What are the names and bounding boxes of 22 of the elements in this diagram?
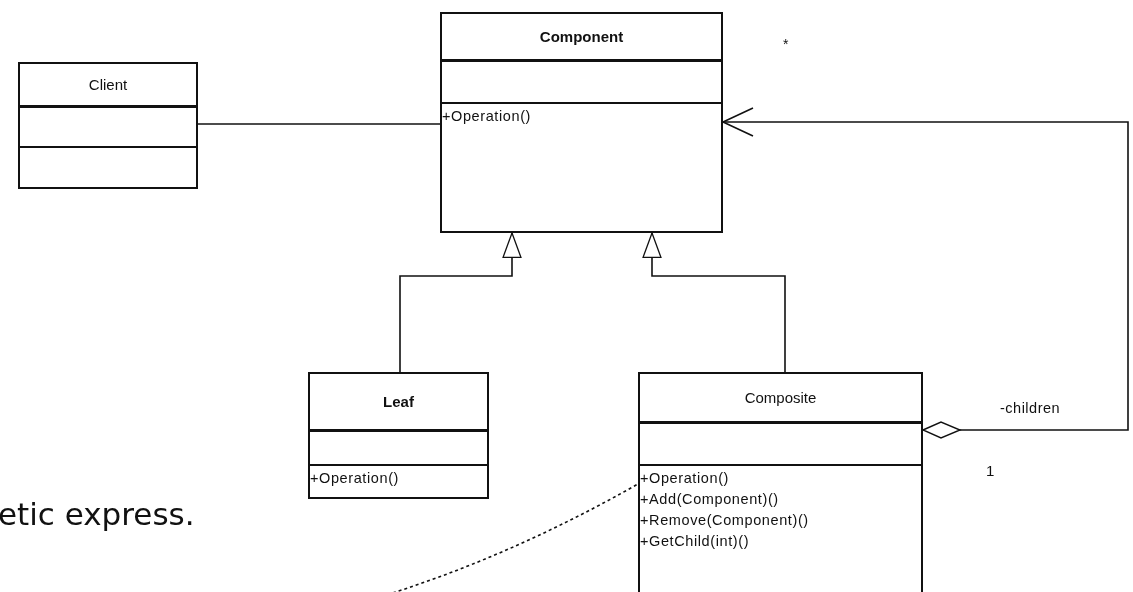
method-text: +Operation() xyxy=(640,469,729,488)
multiplicity-label: * xyxy=(783,36,789,52)
class-name: Composite xyxy=(744,389,817,406)
method-text: +Add(Component)() xyxy=(640,490,779,509)
uml-class-box xyxy=(308,372,489,499)
uml-class-box xyxy=(18,62,198,189)
generalization-arrow xyxy=(399,232,522,373)
connector-line xyxy=(197,123,441,125)
slide-text: etic express. xyxy=(0,496,195,532)
class-name: Component xyxy=(539,28,624,45)
class-name: Client xyxy=(88,76,128,93)
multiplicity-label: 1 xyxy=(986,462,995,479)
method-text: +Remove(Component)() xyxy=(640,511,809,530)
uml-class-box xyxy=(638,372,923,592)
association-arrow xyxy=(722,107,1129,439)
role-label: -children xyxy=(1000,400,1061,416)
method-text: +GetChild(int)() xyxy=(640,532,750,551)
class-name: Leaf xyxy=(383,393,414,410)
generalization-arrow xyxy=(642,232,786,373)
method-text: +Operation() xyxy=(310,469,399,488)
uml-class-box xyxy=(440,12,723,233)
method-text: +Operation() xyxy=(442,107,531,126)
